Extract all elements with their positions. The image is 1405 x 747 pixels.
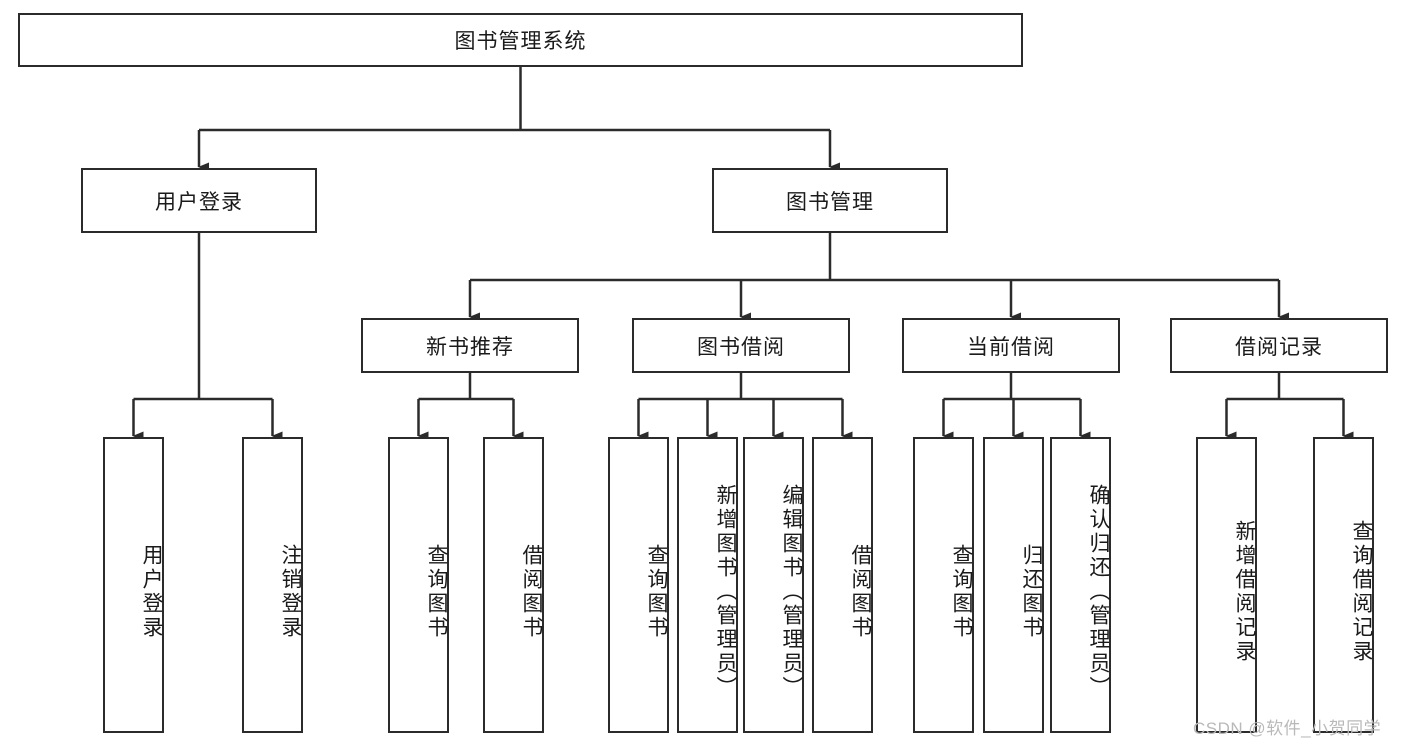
node-label: 借阅记录: [1235, 335, 1323, 359]
node-label: 查询图书: [425, 544, 448, 640]
node-label: 归还图书: [1020, 544, 1043, 640]
node-leaf-query-record[interactable]: 查询借阅记录: [1313, 437, 1374, 733]
node-label: 图书管理系统: [454, 30, 587, 53]
node-label: 新书推荐: [426, 335, 514, 359]
node-leaf-query-book-3[interactable]: 查询图书: [913, 437, 974, 733]
node-label: 注销登录: [279, 544, 302, 640]
node-borrow-record[interactable]: 借阅记录: [1170, 318, 1388, 373]
node-leaf-user-login[interactable]: 用户登录: [103, 437, 164, 733]
node-label: 借阅图书: [849, 544, 872, 640]
node-new-book-rec[interactable]: 新书推荐: [361, 318, 579, 373]
node-leaf-query-book-2[interactable]: 查询图书: [608, 437, 669, 733]
node-leaf-borrow-book-2[interactable]: 借阅图书: [812, 437, 873, 733]
node-label: 新增图书（管理员）: [714, 484, 737, 700]
node-user-login[interactable]: 用户登录: [81, 168, 317, 233]
node-current-borrow[interactable]: 当前借阅: [902, 318, 1120, 373]
node-label: 查询借阅记录: [1350, 520, 1373, 664]
node-book-manage[interactable]: 图书管理: [712, 168, 948, 233]
node-label: 用户登录: [155, 190, 243, 214]
node-leaf-borrow-book-1[interactable]: 借阅图书: [483, 437, 544, 733]
node-label: 确认归还（管理员）: [1087, 484, 1110, 700]
node-label: 当前借阅: [967, 335, 1055, 359]
node-leaf-confirm-return[interactable]: 确认归还（管理员）: [1050, 437, 1111, 733]
node-label: 图书借阅: [697, 335, 785, 359]
node-label: 图书管理: [786, 190, 874, 214]
node-leaf-add-record[interactable]: 新增借阅记录: [1196, 437, 1257, 733]
node-leaf-user-logout[interactable]: 注销登录: [242, 437, 303, 733]
node-label: 查询图书: [645, 544, 668, 640]
node-root[interactable]: 图书管理系统: [18, 13, 1023, 67]
node-book-borrow[interactable]: 图书借阅: [632, 318, 850, 373]
node-label: 借阅图书: [520, 544, 543, 640]
watermark-text: CSDN @软件_小贺同学: [1193, 719, 1382, 738]
node-label: 用户登录: [140, 544, 163, 640]
node-leaf-edit-book[interactable]: 编辑图书（管理员）: [743, 437, 804, 733]
node-label: 查询图书: [950, 544, 973, 640]
node-label: 编辑图书（管理员）: [780, 484, 803, 700]
node-leaf-return-book[interactable]: 归还图书: [983, 437, 1044, 733]
node-label: 新增借阅记录: [1233, 520, 1256, 664]
node-leaf-query-book-1[interactable]: 查询图书: [388, 437, 449, 733]
node-leaf-add-book[interactable]: 新增图书（管理员）: [677, 437, 738, 733]
